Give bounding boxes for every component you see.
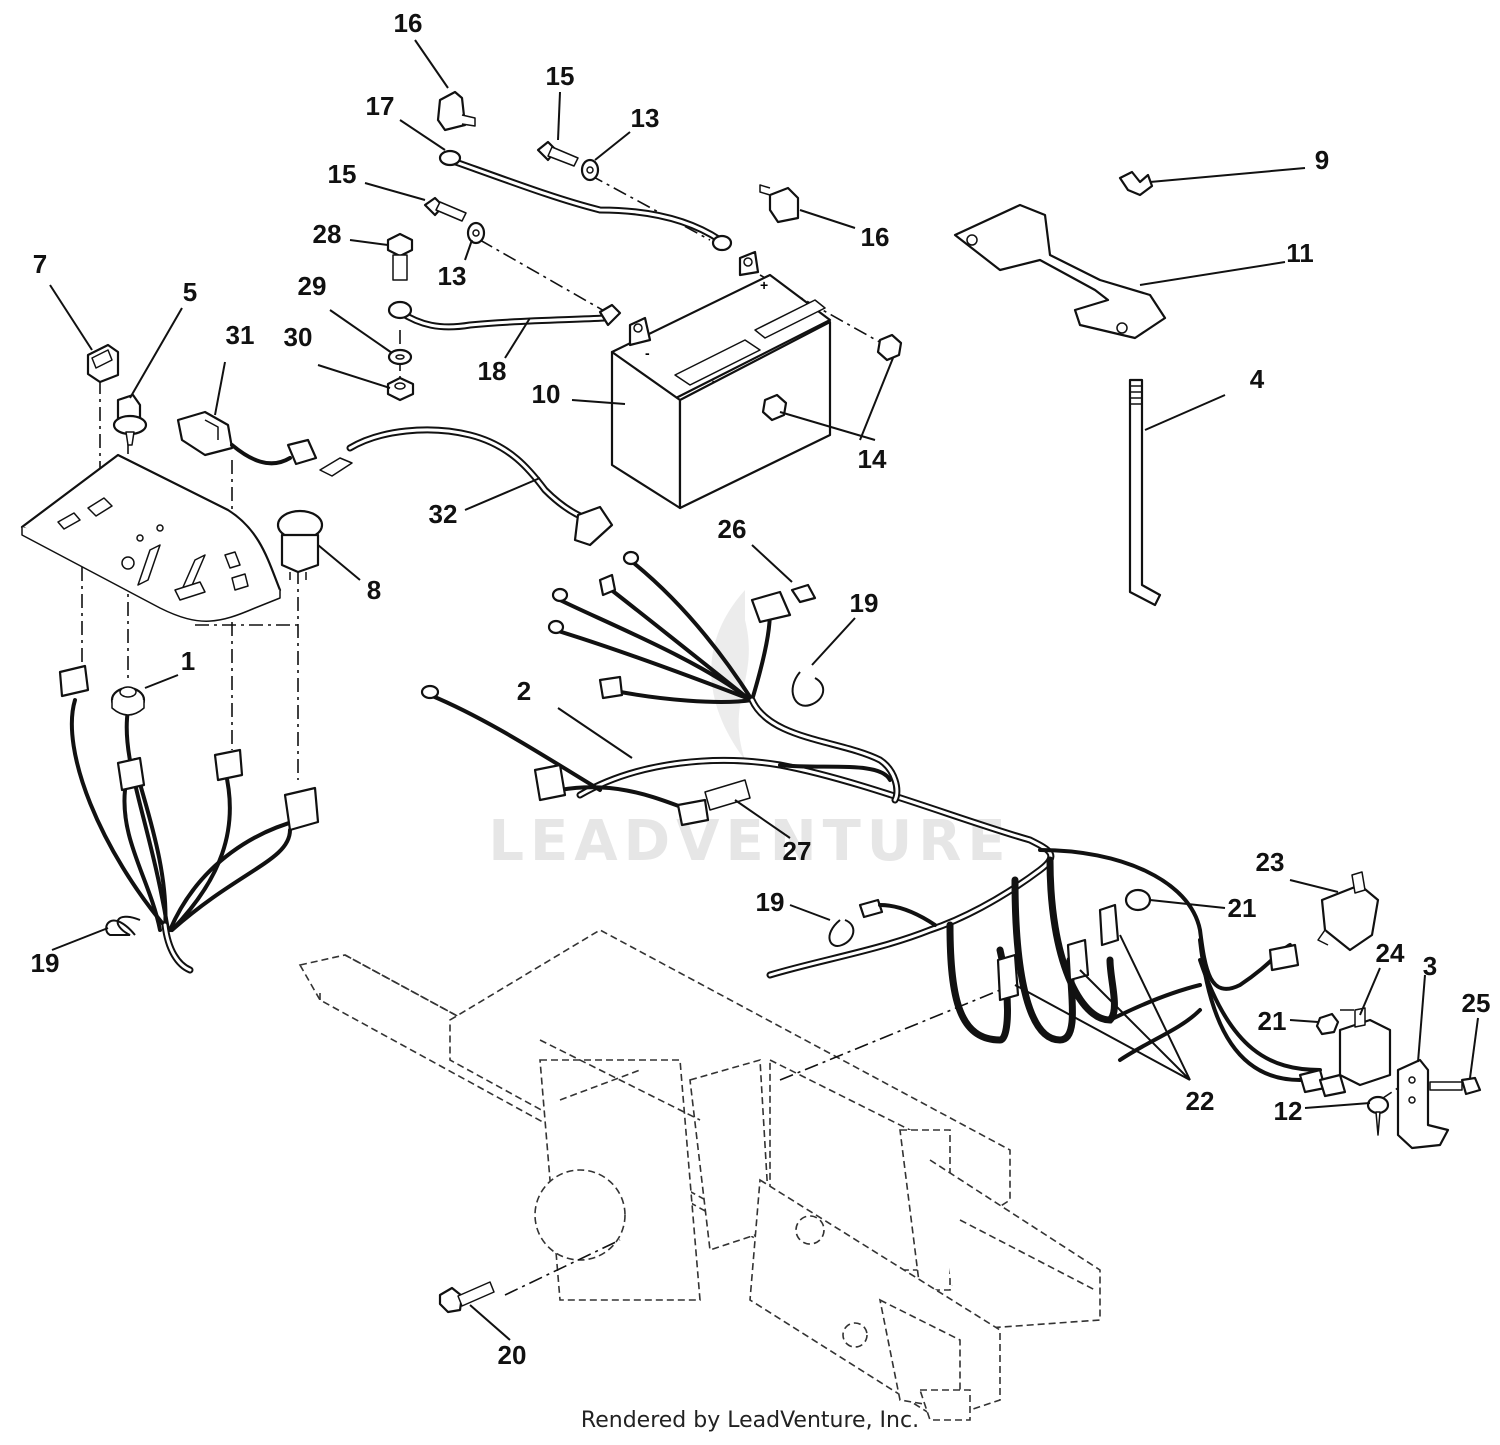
callout-13: 13: [631, 103, 660, 133]
callout-22: 22: [1186, 1086, 1215, 1116]
terminal-boot: [436, 90, 800, 224]
svg-text:-: -: [645, 345, 650, 361]
callout-30: 30: [284, 322, 313, 352]
callout-4: 4: [1250, 364, 1265, 394]
washer: [466, 158, 600, 245]
battery-hold-down: [953, 203, 1167, 340]
callout-23: 23: [1256, 847, 1285, 877]
hold-down-rod: [1128, 378, 1162, 607]
watermark: LEADVENTURE: [488, 590, 1011, 874]
footer-credit: Rendered by LeadVenture, Inc.: [580, 1408, 920, 1433]
bracket-bolt: [1429, 1076, 1482, 1096]
callout-21: 21: [1258, 1006, 1287, 1036]
callout-12: 12: [1274, 1096, 1303, 1126]
main-harness: [428, 693, 1322, 1082]
lock-washer: [387, 348, 413, 366]
callouts: 16 15 13 17 15 16 9 28 13 11 7 5 29 31 3…: [31, 8, 1491, 1370]
callout-11: 11: [1286, 238, 1314, 268]
callout-8: 8: [367, 575, 381, 605]
callout-16: 16: [861, 222, 890, 252]
callout-31: 31: [226, 320, 255, 350]
callout-19: 19: [850, 588, 879, 618]
control-panel: [20, 453, 282, 622]
cable-tie: [105, 915, 141, 936]
jam-nut: [1315, 1012, 1340, 1036]
ground-bolt: [386, 232, 414, 281]
watermark-text: LEADVENTURE: [488, 809, 1011, 874]
callout-1: 1: [181, 646, 195, 676]
grommet: [110, 686, 146, 716]
flange-nut: [386, 376, 415, 402]
harness-32: [319, 426, 614, 547]
dash-harness: [58, 664, 320, 974]
svg-text:+: +: [760, 277, 768, 293]
leader-lines: [49, 39, 1479, 1341]
callout-13: 13: [438, 261, 467, 291]
cable-tie: [791, 671, 937, 947]
callout-14: 14: [858, 444, 887, 474]
callout-19: 19: [31, 948, 60, 978]
screw: [1366, 1095, 1390, 1136]
pto-switch: [276, 509, 324, 580]
callout-5: 5: [183, 277, 197, 307]
callout-24: 24: [1376, 938, 1405, 968]
callout-2: 2: [517, 676, 531, 706]
callout-20: 20: [498, 1340, 527, 1370]
callout-15: 15: [546, 61, 575, 91]
callout-3: 3: [1423, 951, 1437, 981]
battery-nut: [761, 333, 903, 422]
frame-bolt: [438, 1281, 495, 1314]
callout-15: 15: [328, 159, 357, 189]
battery-cable-positive: [438, 149, 733, 252]
callout-9: 9: [1315, 145, 1329, 175]
callout-19: 19: [756, 887, 785, 917]
rocker-switch: [86, 343, 120, 384]
ignition-switch: [112, 393, 148, 446]
battery-cable-negative: [387, 300, 622, 331]
switch-bracket: [1396, 1058, 1450, 1150]
seat-switch: [1317, 871, 1380, 952]
wing-nut: [1118, 170, 1154, 197]
battery: + -: [610, 250, 832, 510]
callout-28: 28: [313, 219, 342, 249]
callout-10: 10: [532, 379, 561, 409]
callout-7: 7: [33, 249, 47, 279]
connector-plug: [176, 410, 318, 466]
callout-29: 29: [298, 271, 327, 301]
callout-18: 18: [478, 356, 507, 386]
callout-25: 25: [1462, 988, 1491, 1018]
terminal-bolt: [423, 140, 579, 222]
chassis-frame: [298, 929, 1101, 1421]
callout-26: 26: [718, 514, 747, 544]
callout-27: 27: [783, 836, 812, 866]
callout-32: 32: [429, 499, 458, 529]
callout-21: 21: [1228, 893, 1257, 923]
callout-17: 17: [366, 91, 395, 121]
callout-16: 16: [394, 8, 423, 38]
branch-harness: [420, 550, 901, 804]
